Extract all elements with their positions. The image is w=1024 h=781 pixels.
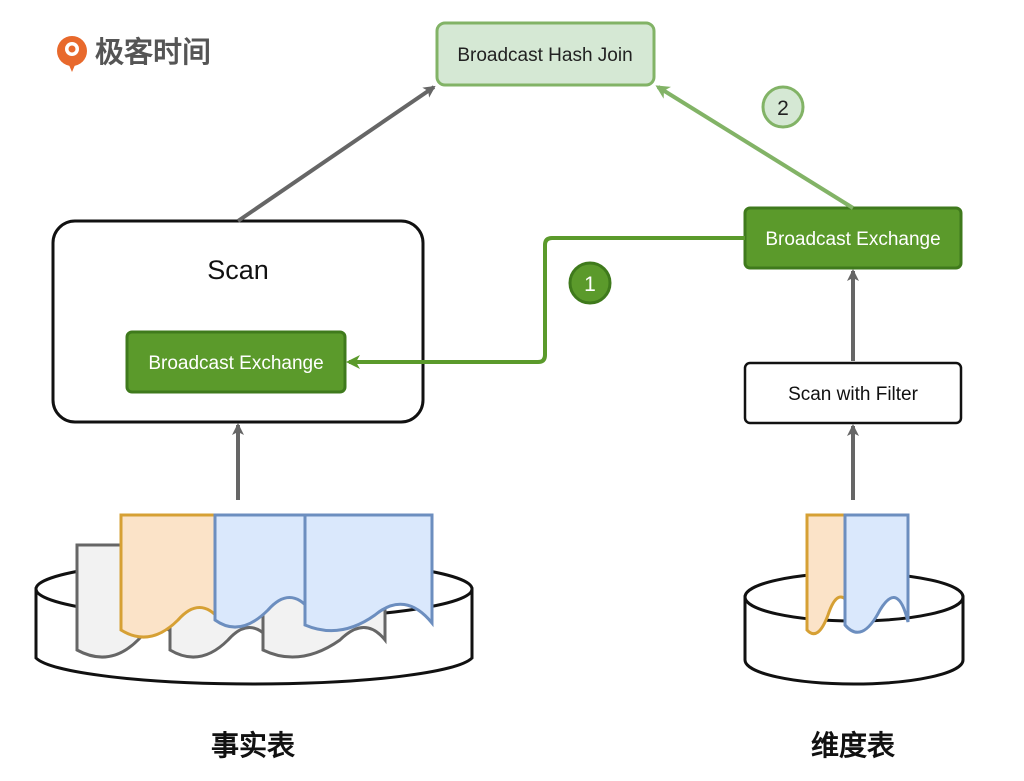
- scan-label: Scan: [207, 255, 269, 285]
- broadcast-exchange-right-node: Broadcast Exchange: [743, 206, 963, 270]
- dimension-table-label: 维度表: [811, 729, 895, 762]
- fact-file-blue-2: [303, 513, 434, 633]
- scan-with-filter-label: Scan with Filter: [788, 384, 919, 405]
- broadcast-hash-join-node: Broadcast Hash Join: [435, 21, 656, 87]
- step-1-number: 1: [584, 273, 596, 296]
- fact-table-storage: [34, 513, 474, 686]
- broadcast-exchange-left-label: Broadcast Exchange: [148, 353, 323, 374]
- dim-file-blue: [843, 513, 910, 634]
- step-2-badge: 2: [761, 85, 805, 129]
- arrow-scan-to-join: [236, 85, 436, 223]
- fact-table-label: 事实表: [211, 729, 295, 762]
- dimension-table-storage: [743, 513, 965, 686]
- step-1-badge: 1: [568, 261, 612, 305]
- broadcast-exchange-right-label: Broadcast Exchange: [765, 229, 940, 250]
- logo-icon: [57, 36, 87, 72]
- broadcast-hash-join-label: Broadcast Hash Join: [457, 45, 632, 66]
- broadcast-exchange-left-node: Broadcast Exchange: [125, 330, 347, 394]
- arrow-broadcast-step-1: [346, 236, 745, 369]
- scan-with-filter-node: Scan with Filter: [743, 361, 963, 425]
- step-2-number: 2: [777, 97, 789, 120]
- arrow-broadcast-step-2: [655, 85, 855, 210]
- brand-name: 极客时间: [95, 35, 211, 69]
- brand-logo: 极客时间: [57, 35, 211, 72]
